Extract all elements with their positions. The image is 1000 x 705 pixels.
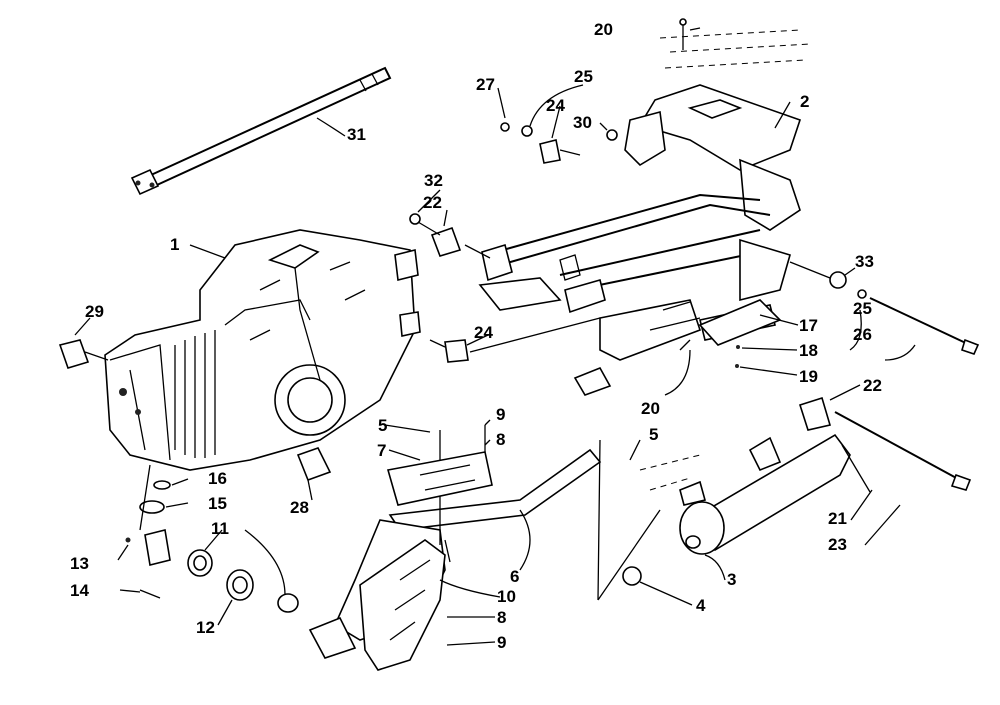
callout-24b: 24 xyxy=(474,323,493,342)
callout-22b: 22 xyxy=(863,376,882,395)
callout-5b: 5 xyxy=(649,425,658,444)
callout-3: 3 xyxy=(727,570,736,589)
spacer-29 xyxy=(58,339,109,369)
heat-shield xyxy=(679,299,782,368)
spacer-tube xyxy=(573,366,612,396)
callout-25b: 25 xyxy=(853,299,872,318)
callout-12: 12 xyxy=(196,618,215,637)
callout-29: 29 xyxy=(85,302,104,321)
callout-25a: 25 xyxy=(574,67,593,86)
exhaust-gaskets xyxy=(125,464,299,613)
engine-assembly xyxy=(104,229,421,471)
rod-23 xyxy=(798,396,972,493)
callout-11: 11 xyxy=(211,519,229,538)
callout-30: 30 xyxy=(573,113,592,132)
callout-18: 18 xyxy=(799,341,818,360)
callout-20a: 20 xyxy=(594,20,613,39)
callout-1: 1 xyxy=(170,235,179,254)
callout-8a: 8 xyxy=(496,430,505,449)
drive-shaft xyxy=(130,66,392,196)
callout-26: 26 xyxy=(853,325,872,344)
muffler xyxy=(639,433,851,555)
callout-10: 10 xyxy=(497,587,516,606)
mount-hardware xyxy=(409,122,618,363)
callout-4: 4 xyxy=(696,596,706,615)
callout-16: 16 xyxy=(208,469,227,488)
callout-17: 17 xyxy=(799,316,818,335)
callout-6: 6 xyxy=(510,567,519,586)
callout-8b: 8 xyxy=(497,608,506,627)
callout-27: 27 xyxy=(476,75,495,94)
callout-33: 33 xyxy=(855,252,874,271)
callout-22a: 22 xyxy=(423,193,442,212)
callout-24a: 24 xyxy=(546,96,565,115)
clamp-4 xyxy=(597,439,661,601)
callout-31: 31 xyxy=(347,125,366,144)
callout-19: 19 xyxy=(799,367,818,386)
callout-5a: 5 xyxy=(378,416,387,435)
callout-32: 32 xyxy=(424,171,443,190)
callout-14: 14 xyxy=(70,581,89,600)
spacer-28 xyxy=(296,447,332,482)
callout-9a: 9 xyxy=(496,405,505,424)
callout-28: 28 xyxy=(290,498,309,517)
heat-shield-7 xyxy=(386,425,493,506)
callout-13: 13 xyxy=(70,554,89,573)
bolt-20-top xyxy=(679,18,687,50)
callout-23: 23 xyxy=(828,535,847,554)
bolt-26 xyxy=(789,261,980,355)
leader-lines xyxy=(74,27,916,646)
callout-labels: 1 2 3 4 5 5 6 7 8 8 9 9 10 11 12 13 14 1… xyxy=(70,20,882,652)
callout-21: 21 xyxy=(828,509,847,528)
callout-7: 7 xyxy=(377,441,386,460)
exhaust-pipe xyxy=(308,430,602,671)
callout-20b: 20 xyxy=(641,399,660,418)
callout-9b: 9 xyxy=(497,633,506,652)
callout-2: 2 xyxy=(800,92,809,111)
callout-15: 15 xyxy=(208,494,227,513)
